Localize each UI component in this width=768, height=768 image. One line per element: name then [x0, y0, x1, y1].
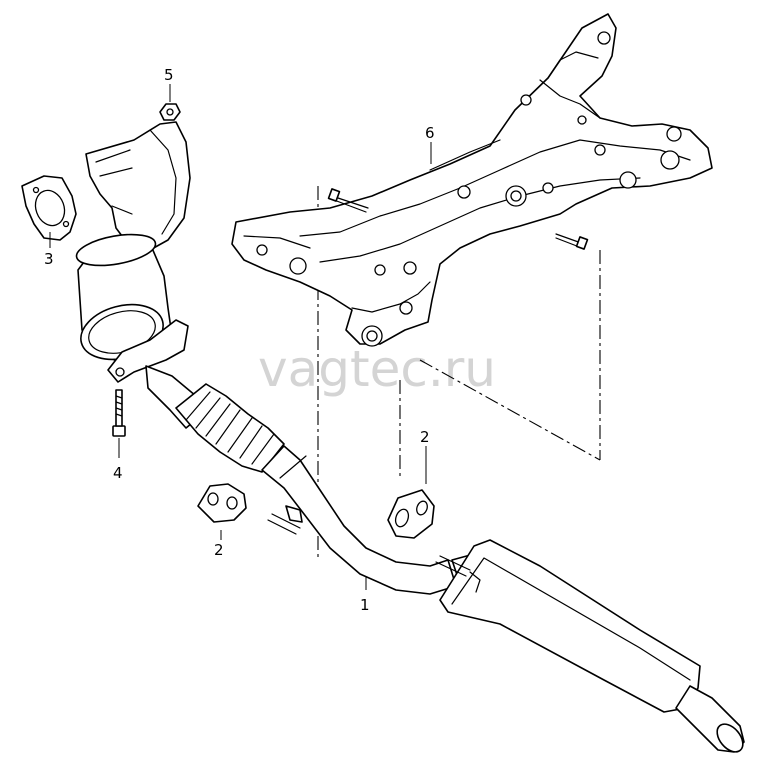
bolt: [112, 389, 126, 437]
nut: [159, 103, 181, 121]
callout-5: 5: [164, 66, 174, 84]
callout-4: 4: [113, 464, 123, 482]
leader-lines: [49, 84, 432, 590]
callout-6: 6: [425, 124, 435, 142]
catalytic-converter: [75, 121, 191, 383]
rubber-mount-left: [197, 483, 247, 523]
subframe: [231, 13, 713, 347]
rubber-mount-right: [387, 489, 435, 539]
gasket: [21, 175, 77, 241]
watermark: vagtec.ru: [258, 340, 496, 398]
exhaust-pipe: [145, 365, 745, 753]
callout-1: 1: [360, 596, 370, 614]
callout-2-right: 2: [420, 428, 430, 446]
callout-2-left: 2: [214, 541, 224, 559]
callout-3: 3: [44, 250, 54, 268]
